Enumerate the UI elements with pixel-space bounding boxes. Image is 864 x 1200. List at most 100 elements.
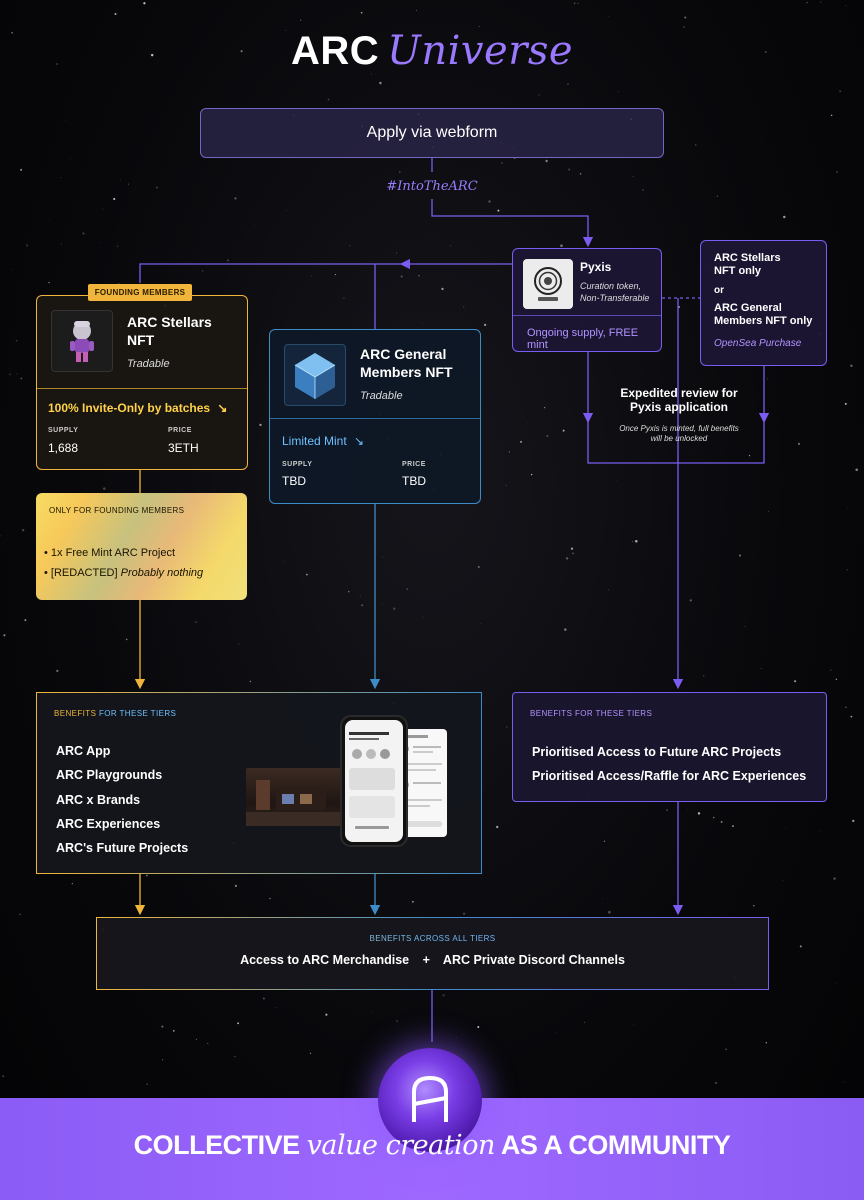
benefits-tiers-card-left: BENEFITS FOR THESE TIERS ARC App ARC Pla… [36,692,482,874]
benefits-tiers-card-right: BENEFITS FOR THESE TIERS Prioritised Acc… [512,692,827,802]
star [850,364,853,368]
pyxis-token-icon [523,259,573,309]
footer-slogan: COLLECTIVE value creation AS A COMMUNITY [0,1130,864,1161]
star [0,535,1,537]
star [564,628,567,631]
star [146,874,148,877]
star [146,1083,148,1085]
star [416,9,417,11]
arc-stellars-card[interactable]: ARC Stellars NFT Tradable 100% Invite-On… [36,295,248,470]
list-item: • 1x Free Mint ARC Project [44,547,176,559]
opensea-purchase-card[interactable]: ARC Stellars NFT only or ARC General Mem… [700,240,827,366]
star [382,556,384,558]
star [505,726,508,728]
founding-perks-heading: ONLY FOR FOUNDING MEMBERS [49,506,185,515]
star [477,565,480,569]
star [22,529,25,532]
star [418,275,420,277]
star [349,244,351,247]
stellars-supply-value: 1,688 [48,441,79,455]
star [286,210,288,211]
star [725,1048,727,1050]
star [565,557,569,560]
general-price-value: TBD [402,474,426,488]
opensea-purchase-link[interactable]: OpenSea Purchase [714,338,802,349]
star [785,828,786,829]
star [632,540,634,542]
pyxis-subtitle-line: Non-Transferable [580,293,650,303]
benefits-list: Prioritised Access to Future ARC Project… [532,740,806,788]
star [844,402,847,405]
star [835,678,838,681]
star [783,215,786,219]
star [855,468,858,472]
star [839,313,841,315]
star [202,270,204,272]
benefits-all-items: Access to ARC Merchandise + ARC Private … [97,953,768,967]
star [285,30,286,31]
opensea-line: ARC General [714,302,782,314]
pyxis-title: Pyxis [580,260,612,274]
star [841,195,843,196]
star [441,287,444,291]
star [396,252,398,254]
star [234,197,237,200]
star [150,53,154,57]
arc-general-members-card[interactable]: ARC General Members NFT Tradable Limited… [269,329,481,504]
star [764,50,767,53]
star [799,945,802,948]
star [300,19,302,21]
star [697,812,701,815]
star [568,168,571,171]
list-item: Prioritised Access to Future ARC Project… [532,745,782,759]
star [712,816,715,819]
pyxis-card[interactable]: Pyxis Curation token, Non-Transferable O… [512,248,662,352]
star [760,668,762,669]
star [748,454,751,457]
star [412,900,414,903]
star [753,905,755,907]
stellars-title: ARC Stellars NFT [127,313,212,349]
star [143,2,146,5]
star [843,1081,845,1083]
star [617,91,619,92]
star [60,177,62,178]
apply-webform-button[interactable]: Apply via webform [200,108,664,158]
star [145,40,146,42]
star [82,232,85,235]
general-members-cube-icon [284,344,346,406]
star [25,244,29,247]
benefits-heading: BENEFITS FOR THESE TIERS [530,709,653,718]
star [836,982,837,984]
star [695,144,697,146]
star [263,997,265,1000]
pyxis-supply-note: Ongoing supply, FREE mint [527,327,639,351]
star [56,63,58,65]
star [16,373,18,375]
list-item: ARC x Brands [56,792,141,807]
general-title-line: Members NFT [360,364,453,380]
star [820,1,822,3]
star [327,98,330,101]
arc-logo-icon [378,1048,482,1152]
star [195,1038,197,1040]
star [348,591,350,593]
star [24,619,27,622]
star [269,897,271,900]
slogan-italic: value creation [306,1130,496,1161]
star [310,275,312,277]
star [48,281,50,284]
star [573,2,576,5]
benefit-item: ARC Private Discord Channels [442,953,625,967]
arc-app-phone-screenshot [340,715,408,847]
stellars-avatar-icon [51,310,113,372]
stellars-price-value: 3ETH [168,441,199,455]
stellars-title-line: NFT [127,332,155,348]
star [15,339,18,342]
star [450,245,451,247]
founding-members-badge: FOUNDING MEMBERS [88,284,192,301]
star [120,179,121,181]
star [538,94,540,96]
star [343,297,345,299]
expedited-title-line: Pyxis application [629,400,729,414]
